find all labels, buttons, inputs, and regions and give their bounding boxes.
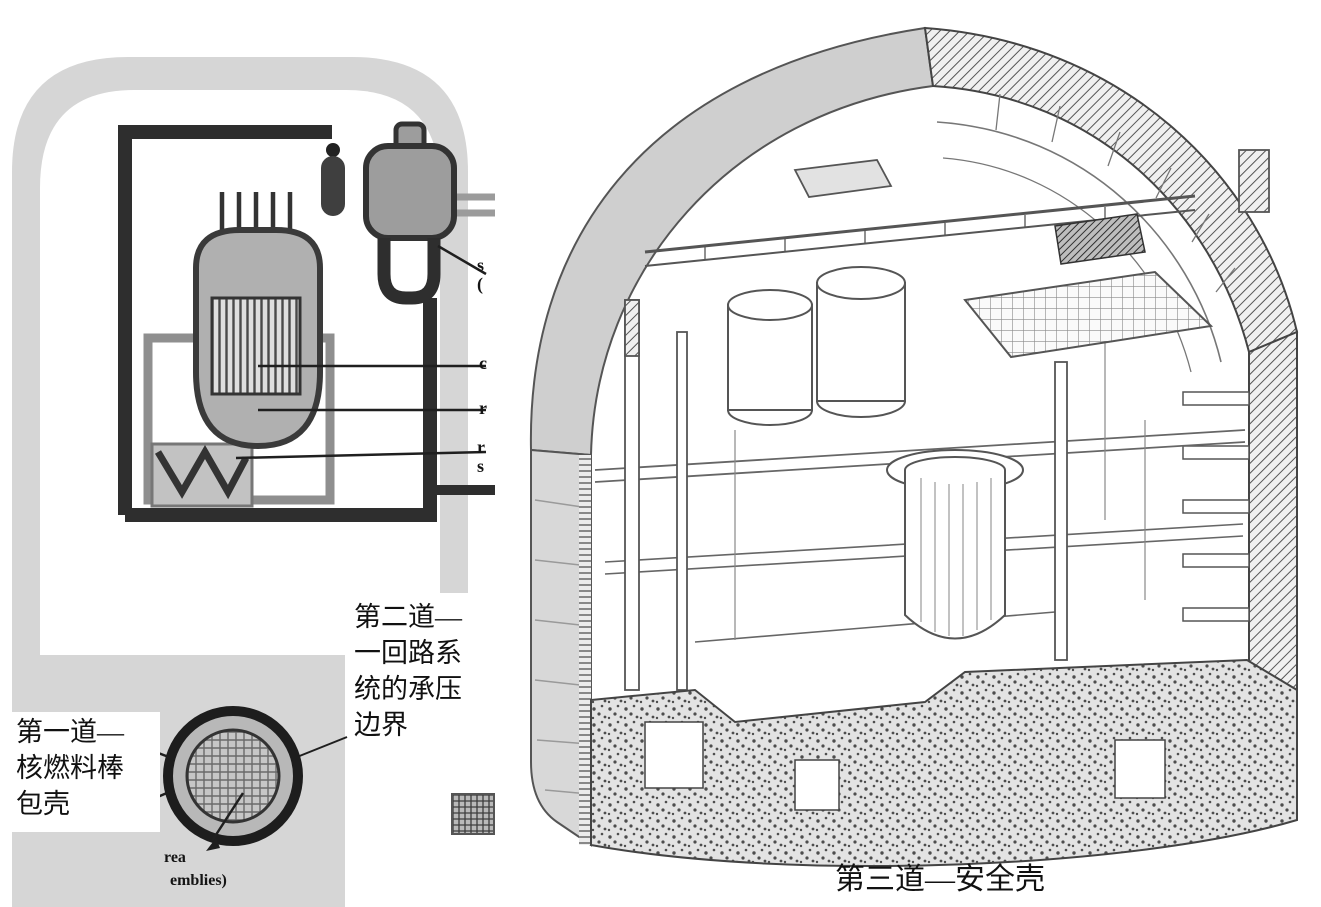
partial-assemblies-label: emblies)	[170, 872, 227, 889]
left-schematic-svg	[12, 57, 495, 907]
barrier3-caption: 第三道—安全壳	[835, 863, 1045, 896]
containment-cut-wall-right	[1182, 330, 1298, 691]
truncated-label-r: r	[479, 398, 487, 418]
barrier2-label: 第二道— 一回路系 统的承压 边界	[350, 597, 500, 769]
dome-ribs	[995, 93, 1236, 293]
truncated-label-c: c	[479, 353, 487, 373]
foundation-base	[590, 658, 1298, 867]
right-floor-stack	[1182, 391, 1250, 622]
heat-exchanger	[150, 442, 254, 508]
partial-area-label: rea	[164, 849, 186, 866]
containment-shell-exterior	[529, 26, 935, 847]
left-schematic-panel: 第一道— 核燃料棒 包壳 第二道— 一回路系 统的承压 边界 s ( c r r…	[0, 0, 500, 907]
fuel-assembly-cross-section	[152, 706, 348, 851]
steam-generator	[363, 121, 457, 305]
fuel-lattice-detail	[451, 793, 495, 835]
pressurizer	[321, 143, 345, 216]
barrier1-label: 第一道— 核燃料棒 包壳	[12, 712, 160, 832]
leader-lines	[235, 244, 487, 460]
steam-generator-tanks	[727, 266, 906, 426]
truncated-label-rs: r s	[477, 437, 485, 476]
right-cutaway-panel: 第三道—安全壳	[495, 0, 1321, 907]
truncated-label-s: s (	[477, 255, 485, 294]
right-cutaway-svg	[529, 26, 1299, 867]
reactor-vessel-cutaway	[886, 449, 1024, 640]
reactor-vessel	[193, 192, 323, 450]
refueling-platform	[963, 213, 1214, 359]
arrowhead	[206, 838, 220, 851]
interior-walls	[624, 149, 1270, 691]
reactor-core	[210, 296, 302, 396]
